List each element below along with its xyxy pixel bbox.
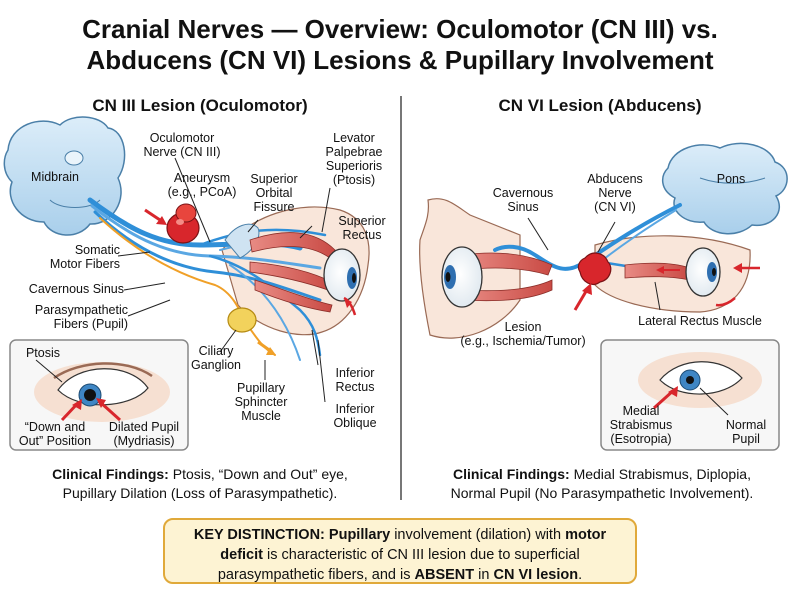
right-findings-line2: Normal Pupil (No Parasympathetic Involve… — [450, 485, 754, 501]
right-eyeball-right — [685, 247, 721, 297]
label-superior-orbital-fissure: Superior Orbital Fissure — [250, 172, 298, 214]
lateral-rectus-arrowhead — [656, 266, 664, 274]
left-eye-motion-arrowhead — [344, 298, 352, 308]
dilated-pupil-arrow — [98, 400, 122, 422]
left-leader-lines — [117, 157, 331, 403]
panel-divider — [400, 96, 402, 500]
superior-orbital-fissure-shape — [224, 223, 260, 259]
label-cavernous-sinus-right: Cavernous Sinus — [492, 186, 554, 214]
medial-strabismus-arrowhead — [668, 386, 678, 397]
title-line-2: Abducens (CN VI) Lesions & Pupillary Inv… — [86, 45, 714, 75]
label-pupillary-sphincter: Pupillary Sphincter Muscle — [234, 381, 288, 423]
title-line-1: Cranial Nerves — Overview: Oculomotor (C… — [82, 14, 718, 44]
label-lesion: Lesion (e.g., Ischemia/Tumor) — [460, 320, 586, 348]
pons-shape — [661, 142, 788, 235]
right-panel-heading: CN VI Lesion (Abducens) — [498, 96, 702, 115]
parasympathetic-arrowhead — [266, 347, 276, 355]
label-inferior-rectus: Inferior Rectus — [335, 366, 375, 394]
lesion-blob — [577, 252, 612, 285]
inset-label-ptosis: Ptosis — [25, 346, 61, 360]
right-findings-heading: Clinical Findings: — [453, 466, 570, 482]
ciliary-ganglion-shape — [227, 307, 257, 333]
inset-label-medial-strabismus: Medial Strabismus (Esotropia) — [609, 404, 673, 446]
left-clinical-findings: Clinical Findings: Ptosis, “Down and Out… — [10, 465, 390, 503]
right-leader-lines — [527, 217, 661, 311]
label-oculomotor-nerve: Oculomotor Nerve (CN III) — [143, 131, 221, 159]
inset-label-down-and-out: “Down and Out” Position — [18, 420, 92, 448]
lesion-arrowhead — [582, 283, 592, 295]
right-eye-arrowhead — [733, 263, 742, 273]
label-lateral-rectus: Lateral Rectus Muscle — [638, 314, 762, 328]
inset-label-dilated-pupil: Dilated Pupil (Mydriasis) — [108, 420, 180, 448]
ptosis-leader — [35, 359, 63, 383]
normal-pupil-leader — [699, 387, 729, 416]
left-eyeball — [323, 248, 361, 302]
left-panel-heading: CN III Lesion (Oculomotor) — [92, 96, 308, 115]
label-levator-palpebrae: Levator Palpebrae Superioris (Ptosis) — [325, 131, 383, 187]
aneurysm-arrowhead — [156, 216, 167, 225]
left-findings-heading: Clinical Findings: — [52, 466, 169, 482]
label-ciliary-ganglion: Ciliary Ganglion — [190, 344, 242, 372]
dilated-pupil-arrowhead — [96, 398, 106, 408]
label-cavernous-sinus-left: Cavernous Sinus — [28, 282, 124, 296]
label-pons: Pons — [716, 172, 746, 186]
right-eyeball-left — [441, 246, 483, 308]
label-inferior-oblique: Inferior Oblique — [333, 402, 377, 430]
right-eye-rotation-arrow — [715, 297, 736, 307]
key-heading: KEY DISTINCTION: — [193, 527, 325, 543]
aneurysm-blob — [166, 203, 200, 244]
label-somatic-motor-fibers: Somatic Motor Fibers — [49, 243, 120, 271]
left-eye-muscles — [249, 232, 336, 313]
cn3-nerve-bundle — [87, 197, 327, 361]
page-title: Cranial Nerves — Overview: Oculomotor (C… — [0, 14, 800, 76]
down-out-arrowhead — [72, 399, 82, 410]
label-superior-rectus: Superior Rectus — [338, 214, 386, 242]
label-aneurysm: Aneurysm (e.g., PCoA) — [167, 171, 237, 199]
right-inset-eye — [638, 352, 762, 408]
left-findings-line2: Pupillary Dilation (Loss of Parasympathe… — [62, 485, 338, 501]
inset-label-normal-pupil: Normal Pupil — [725, 418, 767, 446]
left-findings-line1: Ptosis, “Down and Out” eye, — [168, 466, 348, 482]
key-distinction-box: KEY DISTINCTION: Pupillary involvement (… — [163, 518, 637, 584]
right-findings-line1: Medial Strabismus, Diplopia, — [569, 466, 751, 482]
left-inset-eye — [34, 362, 170, 422]
right-clinical-findings: Clinical Findings: Medial Strabismus, Di… — [410, 465, 794, 503]
label-abducens-nerve: Abducens Nerve (CN VI) — [587, 172, 643, 214]
right-eye-muscles — [461, 252, 691, 302]
label-midbrain: Midbrain — [31, 170, 79, 184]
label-parasympathetic-fibers: Parasympathetic Fibers (Pupil) — [34, 303, 128, 331]
